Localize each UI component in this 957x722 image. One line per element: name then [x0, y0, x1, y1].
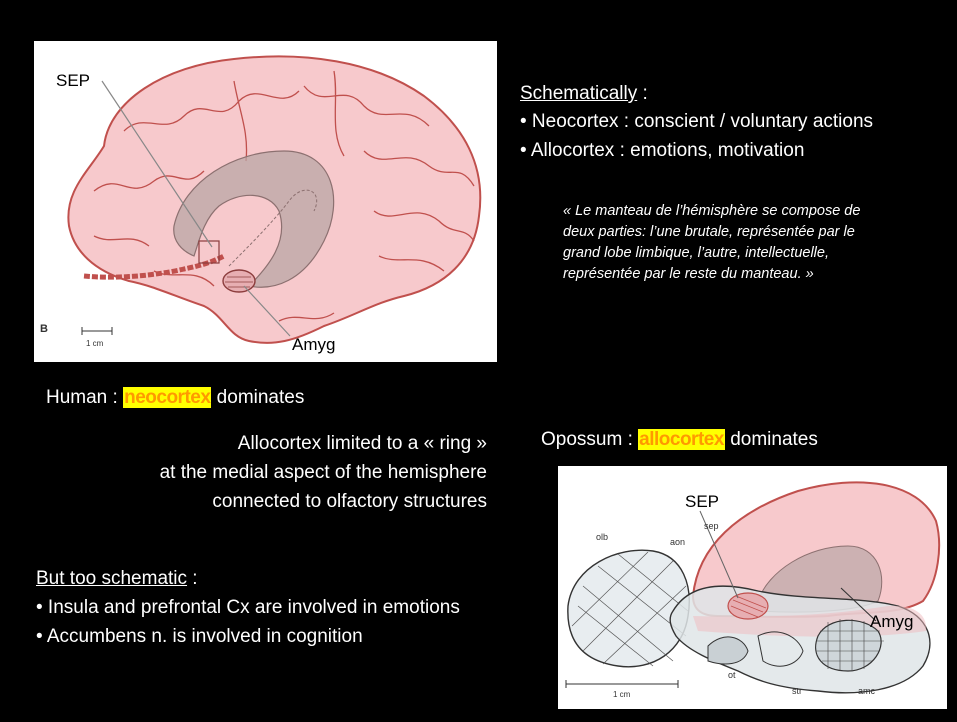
human-brain-figure: SEP Amyg B 1 cm	[34, 41, 497, 362]
human-brain-illustration	[34, 41, 497, 362]
human-scale-label: 1 cm	[86, 339, 103, 348]
caveat-heading-text: But too schematic	[36, 568, 187, 589]
human-prefix: Human :	[46, 387, 123, 408]
caveat-heading-suffix: :	[187, 568, 198, 589]
broca-quote: « Le manteau de l’hémisphère se compose …	[563, 201, 943, 285]
label-ot: ot	[728, 670, 736, 680]
quote-line: deux parties: l’une brutale, représentée…	[563, 222, 943, 243]
opossum-sep-label: SEP	[685, 492, 719, 512]
opossum-suffix: dominates	[725, 429, 818, 450]
neocortex-highlight: neocortex	[123, 387, 211, 408]
panel-letter: B	[40, 323, 48, 335]
allocortex-note: Allocortex limited to a « ring » at the …	[160, 429, 487, 516]
label-olb: olb	[596, 532, 608, 542]
schematic-heading: Schematically :	[520, 82, 648, 105]
human-sep-label: SEP	[56, 71, 90, 91]
opossum-amyg-label: Amyg	[870, 612, 913, 632]
schematic-bullet-2: • Allocortex : emotions, motivation	[520, 139, 804, 162]
label-aon: aon	[670, 537, 685, 547]
allocortex-note-line: connected to olfactory structures	[160, 487, 487, 516]
human-statement: Human : neocortex dominates	[46, 386, 304, 409]
label-str: str	[792, 686, 802, 696]
human-amyg-label: Amyg	[292, 335, 335, 355]
schematic-heading-text: Schematically	[520, 83, 637, 104]
label-amc: amc	[858, 686, 875, 696]
allocortex-note-line: at the medial aspect of the hemisphere	[160, 458, 487, 487]
opossum-prefix: Opossum :	[541, 429, 638, 450]
opossum-scale-label: 1 cm	[613, 690, 630, 699]
opossum-statement: Opossum : allocortex dominates	[541, 428, 818, 451]
caveat-bullet-1: • Insula and prefrontal Cx are involved …	[36, 596, 460, 619]
caveat-bullet-2: • Accumbens n. is involved in cognition	[36, 625, 363, 648]
opossum-brain-illustration	[558, 466, 947, 709]
allocortex-note-line: Allocortex limited to a « ring »	[160, 429, 487, 458]
quote-line: « Le manteau de l’hémisphère se compose …	[563, 201, 943, 222]
opossum-brain-figure: SEP Amyg olb aon sep ot str amc 1 cm	[558, 466, 947, 709]
allocortex-highlight: allocortex	[638, 429, 725, 450]
schematic-bullet-1: • Neocortex : conscient / voluntary acti…	[520, 110, 873, 133]
schematic-heading-suffix: :	[637, 83, 648, 104]
quote-line: grand lobe limbique, l’autre, intellectu…	[563, 243, 943, 264]
label-sep: sep	[704, 521, 719, 531]
quote-line: représentée par le reste du manteau. »	[563, 264, 943, 285]
caveat-heading: But too schematic :	[36, 567, 198, 590]
human-suffix: dominates	[211, 387, 304, 408]
